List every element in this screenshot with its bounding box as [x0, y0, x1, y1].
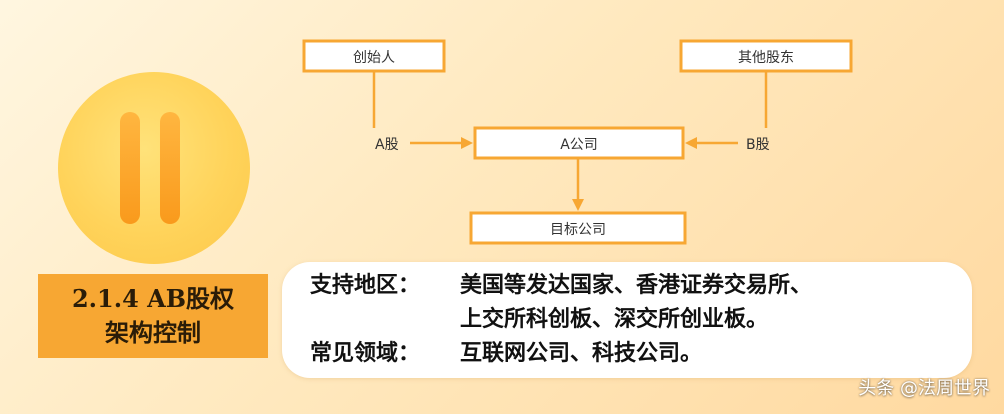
founder-label: 创始人 — [353, 50, 395, 66]
fields-label: 常见领域： — [310, 340, 421, 366]
other-shareholders-label: 其他股东 — [738, 50, 794, 66]
arrow-right-icon — [461, 137, 473, 149]
arrow-left-icon — [685, 137, 697, 149]
a-shares-label: A股 — [375, 137, 399, 153]
section-title-line2: 架构控制 — [105, 318, 201, 347]
regions-value-line2: 上交所科创板、深交所创业板。 — [460, 306, 769, 332]
other-shareholders-node: 其他股东 — [679, 39, 853, 73]
regions-value-line1: 美国等发达国家、香港证券交易所、 — [460, 272, 813, 298]
fields-row: 常见领域： 互联网公司、科技公司。 — [310, 336, 972, 370]
target-company-label: 目标公司 — [550, 222, 606, 238]
section-title: 2.1.4 AB股权 架构控制 — [38, 274, 268, 358]
section-title-line1: 2.1.4 AB股权 — [71, 284, 235, 313]
section-badge — [58, 72, 250, 264]
company-a-label: A公司 — [560, 137, 598, 153]
badge-bar-icon — [160, 112, 180, 224]
target-company-node: 目标公司 — [469, 211, 687, 245]
badge-bar-icon — [120, 112, 140, 224]
regions-row: 支持地区： 美国等发达国家、香港证券交易所、 — [310, 268, 972, 302]
founder-node: 创始人 — [302, 39, 446, 73]
regions-label: 支持地区： — [310, 272, 421, 298]
regions-row-continued: 上交所科创板、深交所创业板。 — [310, 302, 972, 336]
ownership-diagram: 创始人 其他股东 A公司 目标公司 A股 B股 — [302, 39, 853, 245]
company-a-node: A公司 — [473, 126, 685, 160]
fields-value: 互联网公司、科技公司。 — [460, 340, 703, 366]
arrow-down-icon — [572, 199, 584, 211]
b-shares-label: B股 — [746, 137, 770, 153]
watermark: 头条 @法周世界 — [858, 378, 990, 399]
info-panel: 支持地区： 美国等发达国家、香港证券交易所、 上交所科创板、深交所创业板。 常见领… — [282, 262, 972, 378]
